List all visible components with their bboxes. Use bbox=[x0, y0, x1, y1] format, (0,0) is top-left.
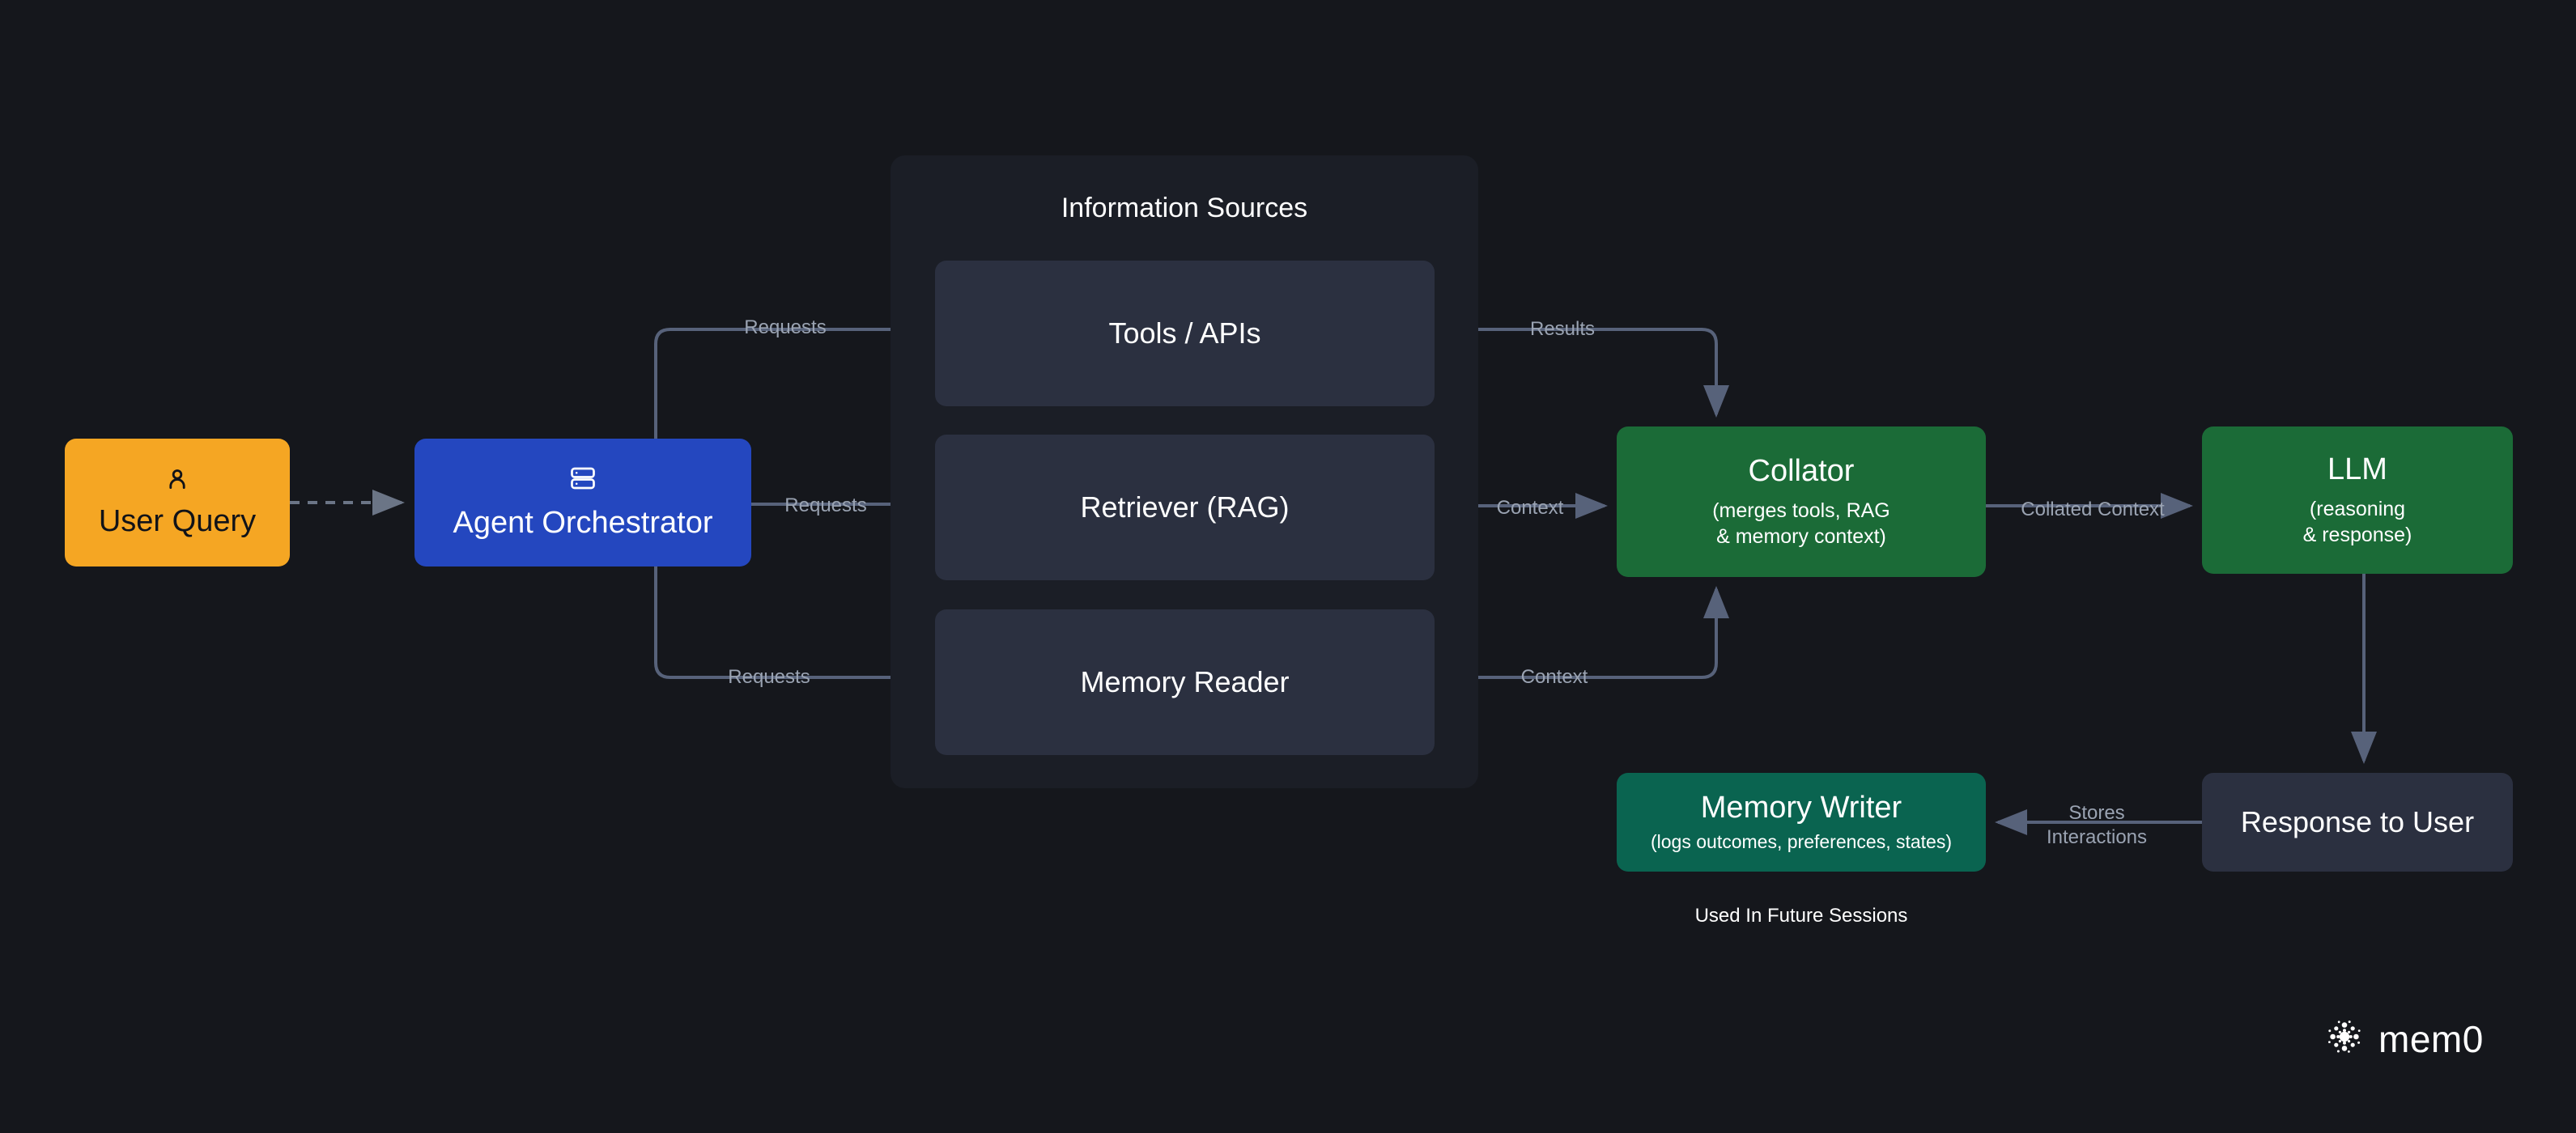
mem0-dots-icon bbox=[2323, 1016, 2366, 1062]
edge-label-stores-interactions: Stores Interactions bbox=[2016, 801, 2178, 850]
node-memory-writer[interactable]: Memory Writer (logs outcomes, preference… bbox=[1617, 773, 1986, 872]
brand-name: mem0 bbox=[2378, 1017, 2484, 1060]
user-icon bbox=[164, 465, 191, 497]
node-label-memory-writer: Memory Writer bbox=[1700, 790, 1902, 825]
node-llm[interactable]: LLM (reasoning & response) bbox=[2202, 426, 2513, 574]
edge-label-requests-memory: Requests bbox=[728, 666, 810, 688]
edge-label-requests-tools: Requests bbox=[744, 316, 827, 338]
node-subtitle-collator-line1: (merges tools, RAG bbox=[1712, 499, 1890, 522]
node-subtitle-llm-line2: & response) bbox=[2302, 524, 2412, 547]
node-label-user-query: User Query bbox=[98, 504, 257, 539]
brand-logo: mem0 bbox=[2323, 1016, 2484, 1062]
group-title-information-sources: Information Sources bbox=[1061, 193, 1308, 223]
node-label-agent-orchestrator: Agent Orchestrator bbox=[453, 506, 713, 541]
node-subtitle-llm-line1: (reasoning bbox=[2309, 497, 2406, 520]
node-label-memory-reader: Memory Reader bbox=[1080, 664, 1290, 698]
node-agent-orchestrator[interactable]: Agent Orchestrator bbox=[414, 439, 751, 566]
node-user-query[interactable]: User Query bbox=[65, 439, 290, 566]
node-tools-apis[interactable]: Tools / APIs bbox=[935, 261, 1435, 406]
node-retriever-rag[interactable]: Retriever (RAG) bbox=[935, 435, 1435, 580]
server-icon bbox=[568, 464, 597, 497]
edge-label-requests-rag: Requests bbox=[784, 494, 867, 516]
node-subtitle-collator: (merges tools, RAG & memory context) bbox=[1712, 498, 1890, 550]
edge-label-stores-line2: Interactions bbox=[2046, 826, 2148, 848]
node-label-llm: LLM bbox=[2327, 452, 2387, 487]
node-subtitle-collator-line2: & memory context) bbox=[1716, 525, 1886, 549]
annotation-used-in-future-sessions: Used In Future Sessions bbox=[1694, 905, 1908, 927]
node-label-response-to-user: Response to User bbox=[2240, 804, 2475, 838]
node-subtitle-llm: (reasoning & response) bbox=[2303, 496, 2412, 549]
edge-label-collated-context: Collated Context bbox=[2021, 499, 2165, 520]
node-response-to-user[interactable]: Response to User bbox=[2202, 773, 2513, 872]
edge-label-results: Results bbox=[1529, 318, 1596, 340]
node-label-tools-apis: Tools / APIs bbox=[1108, 316, 1261, 350]
node-label-collator: Collator bbox=[1748, 454, 1855, 489]
edge-label-context-memory: Context bbox=[1520, 666, 1588, 688]
node-memory-reader[interactable]: Memory Reader bbox=[935, 609, 1435, 755]
node-subtitle-memory-writer: (logs outcomes, preferences, states) bbox=[1651, 831, 1952, 853]
edge-label-stores-line1: Stores bbox=[2068, 802, 2125, 824]
node-collator[interactable]: Collator (merges tools, RAG & memory con… bbox=[1617, 426, 1986, 577]
node-label-retriever-rag: Retriever (RAG) bbox=[1080, 490, 1290, 524]
edge-label-context-rag: Context bbox=[1496, 497, 1564, 519]
